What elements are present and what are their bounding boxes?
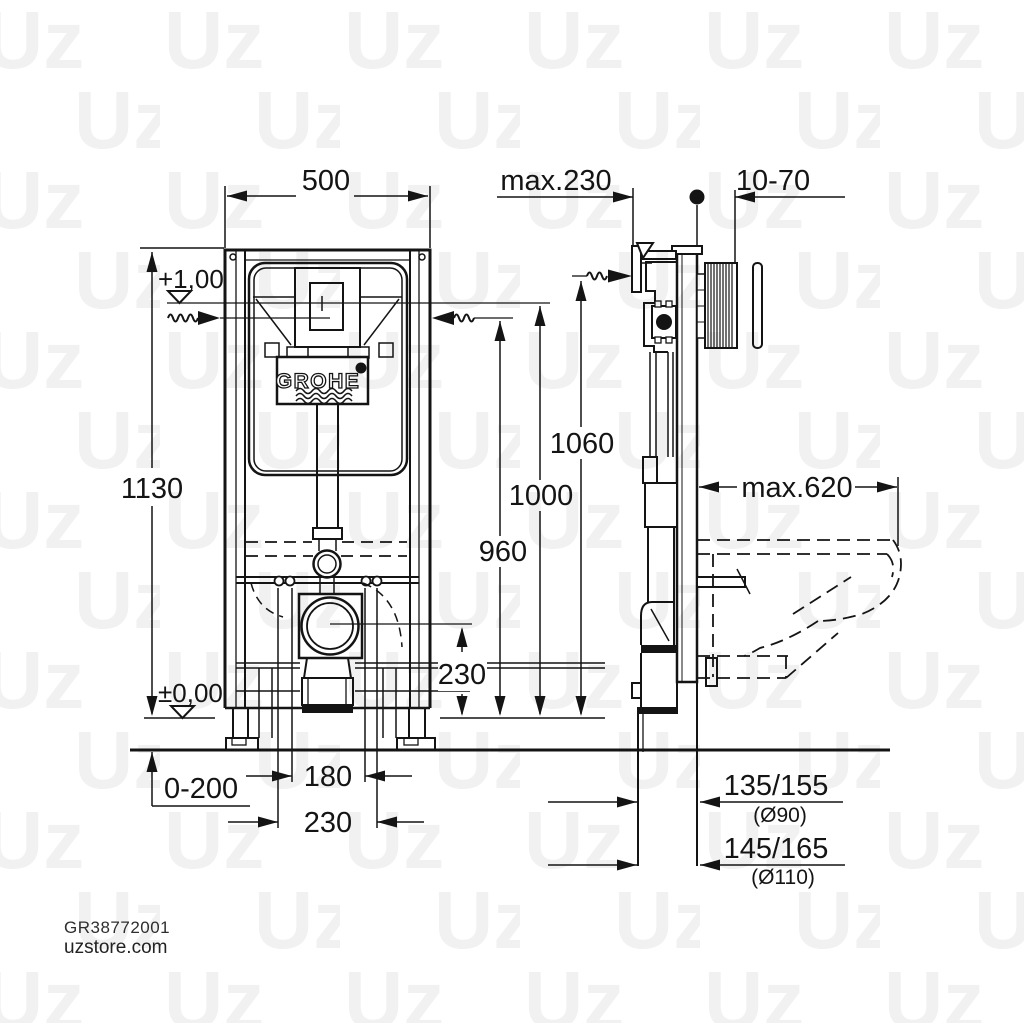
level-plus-1-00: +1,00: [158, 264, 224, 294]
product-code-text: GR38772001: [64, 918, 170, 937]
dim-960: 960: [479, 536, 527, 568]
registered-mark-icon: [355, 362, 367, 374]
dim-foot-0-200: 0-200: [164, 773, 238, 805]
dim-180: 180: [304, 761, 352, 793]
dimension-annotations: 500 1130 +1,00 ±0,00 960 1000 1060: [121, 165, 899, 889]
dim-height-1130: 1130: [121, 473, 183, 505]
dim-width-500: 500: [302, 165, 350, 197]
dim-max-620: max.620: [741, 472, 852, 504]
dim-230-drain: 230: [438, 659, 486, 691]
dim-1060: 1060: [550, 428, 615, 460]
dim-230-bottom: 230: [304, 807, 352, 839]
dim-dia-110: (Ø110): [751, 866, 815, 889]
footer: GR38772001 uzstore.com: [64, 918, 170, 958]
dim-1000: 1000: [509, 480, 574, 512]
dim-145-165: 145/165: [724, 833, 829, 865]
website-text: uzstore.com: [64, 937, 167, 958]
dim-max-230: max.230: [500, 165, 611, 197]
dim-135-155: 135/155: [724, 770, 829, 802]
level-zero-0-00: ±0,00: [158, 678, 223, 708]
dim-dia-90: (Ø90): [753, 804, 807, 827]
toilet-bowl-outline: [697, 539, 902, 679]
wall-face-marker-icon: [689, 189, 705, 205]
dim-10-70: 10-70: [736, 165, 810, 197]
